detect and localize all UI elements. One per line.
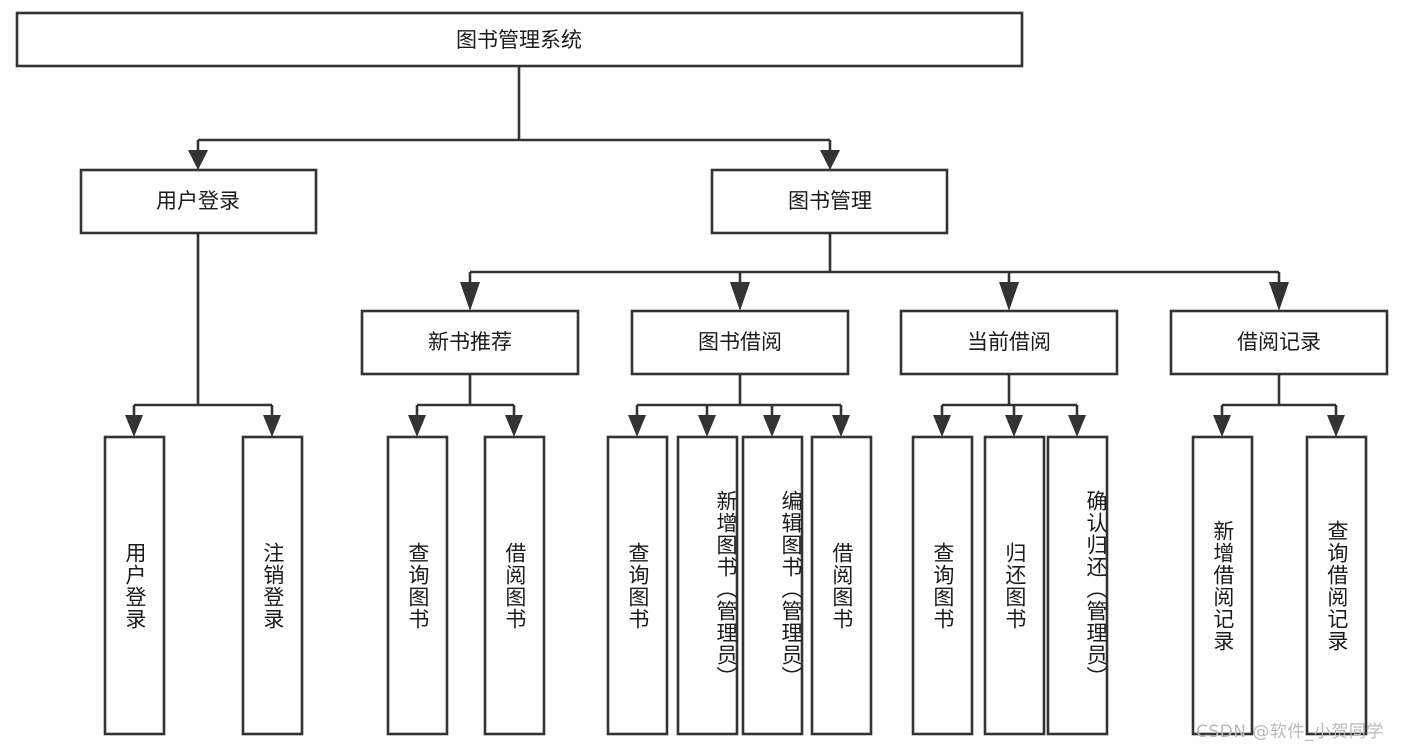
arrow-bookmgmt-to-newbook	[460, 282, 480, 311]
arrow-record-leaf-1	[1213, 415, 1231, 437]
arrow-root-to-book-mgmt	[820, 150, 840, 170]
arrow-userlogin-leaf-2	[263, 415, 281, 437]
arrow-bookmgmt-to-current	[999, 282, 1019, 311]
node-layer	[15, 11, 1389, 736]
arrow-borrow-leaf-4	[832, 415, 850, 437]
node-box-leaf-newbook-1[interactable]	[386, 435, 449, 736]
node-box-book-borrow[interactable]	[630, 309, 850, 376]
node-box-leaf-borrow-3[interactable]	[741, 435, 804, 736]
node-box-leaf-current-3[interactable]	[1046, 435, 1109, 736]
node-box-book-management[interactable]	[710, 168, 949, 235]
node-box-leaf-borrow-4[interactable]	[810, 435, 873, 736]
node-box-borrow-record[interactable]	[1169, 309, 1389, 376]
connector-layer	[125, 66, 1345, 437]
arrow-newbook-leaf-1	[408, 415, 426, 437]
label-book-management: 图书管理	[788, 189, 872, 213]
arrow-record-leaf-2	[1327, 415, 1345, 437]
arrow-current-leaf-2	[1005, 415, 1023, 437]
arrow-current-leaf-3	[1068, 415, 1086, 437]
node-box-leaf-current-2[interactable]	[983, 435, 1046, 736]
label-current-borrow: 当前借阅	[967, 330, 1051, 354]
label-new-book-recommend: 新书推荐	[428, 330, 512, 354]
arrow-root-to-user-login	[188, 150, 208, 170]
node-box-leaf-borrow-1[interactable]	[606, 435, 669, 736]
arrow-bookmgmt-to-borrow	[730, 282, 750, 311]
arrow-borrow-leaf-2	[698, 415, 716, 437]
arrow-borrow-leaf-1	[628, 415, 646, 437]
node-box-leaf-user-login-1[interactable]	[103, 435, 166, 736]
node-box-leaf-record-2[interactable]	[1305, 435, 1368, 736]
node-box-current-borrow[interactable]	[899, 309, 1119, 376]
label-book-borrow: 图书借阅	[698, 330, 782, 354]
arrow-userlogin-leaf-1	[125, 415, 143, 437]
label-borrow-record: 借阅记录	[1237, 330, 1321, 354]
node-box-leaf-user-login-2[interactable]	[241, 435, 304, 736]
node-box-user-login[interactable]	[79, 168, 318, 235]
label-user-login: 用户登录	[156, 189, 240, 213]
node-box-new-book-recommend[interactable]	[360, 309, 580, 376]
csdn-watermark: CSDN @软件_小贺同学	[1196, 722, 1384, 742]
horizontal-label-layer: 图书管理系统 用户登录 图书管理 新书推荐 图书借阅 当前借阅 借阅记录	[156, 28, 1321, 354]
node-box-root[interactable]	[15, 11, 1024, 68]
node-box-leaf-current-1[interactable]	[911, 435, 974, 736]
label-root: 图书管理系统	[456, 28, 582, 52]
arrow-borrow-leaf-3	[763, 415, 781, 437]
arrow-current-leaf-1	[933, 415, 951, 437]
arrow-bookmgmt-to-record	[1269, 282, 1289, 311]
arrow-newbook-leaf-2	[505, 415, 523, 437]
node-box-leaf-record-1[interactable]	[1191, 435, 1254, 736]
node-box-leaf-borrow-2[interactable]	[676, 435, 739, 736]
node-box-leaf-newbook-2[interactable]	[483, 435, 546, 736]
